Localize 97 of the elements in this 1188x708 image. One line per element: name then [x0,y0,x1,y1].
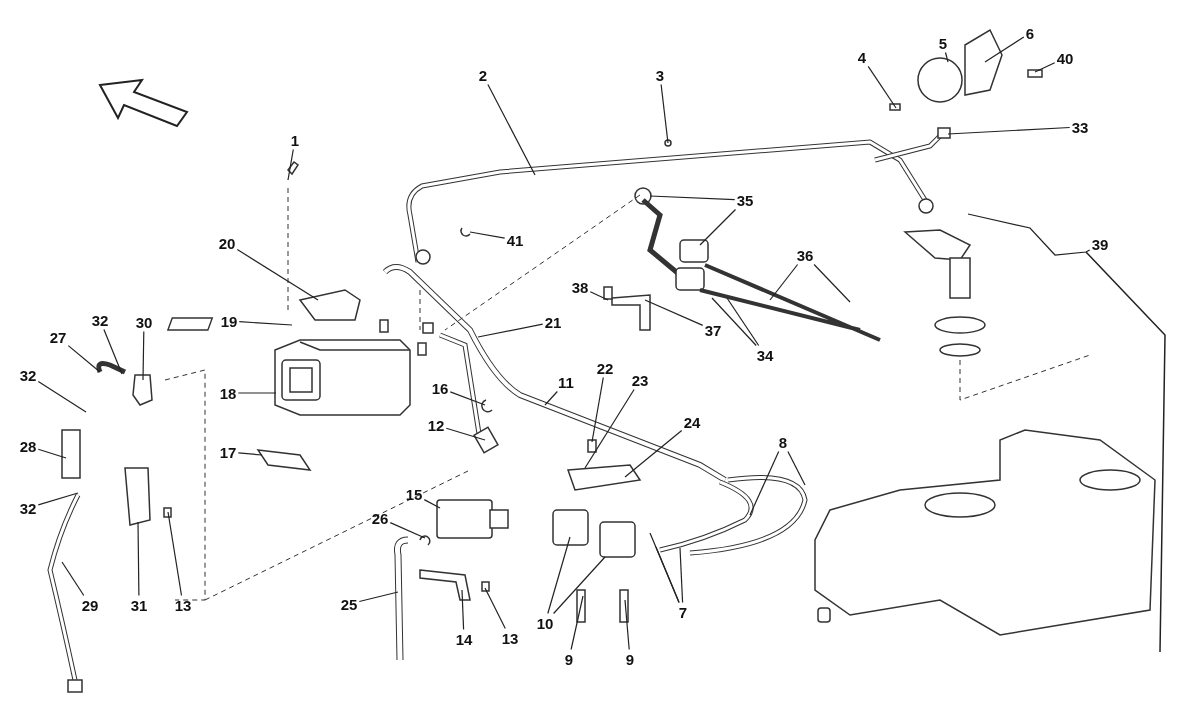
leader-line [484,587,506,630]
callout-number: 34 [755,346,775,364]
callout-number: 4 [856,48,868,66]
leader-line [984,36,1025,63]
callout-number: 10 [535,614,555,632]
leader-line [813,263,851,303]
callout-number: 37 [703,321,723,339]
leader-line [649,195,736,201]
leader-line [967,213,1091,256]
leader-line [660,83,669,144]
callout-number: 24 [682,413,702,431]
leader-line [570,595,584,651]
leader-line [699,208,737,246]
callout-number: 33 [1070,118,1090,136]
leader-line [726,297,760,347]
callout-number: 26 [370,509,390,527]
callout-number: 14 [454,630,474,648]
leader-line [711,297,757,347]
leader-line [61,561,85,597]
callout-number: 41 [505,231,525,249]
leader-line [655,546,680,604]
leader-line [67,345,101,373]
callout-number: 9 [563,650,575,668]
callout-number: 20 [217,234,237,252]
leader-line [749,450,780,516]
leader-line [103,328,123,375]
leader-line [584,388,635,469]
leader-line [477,323,544,338]
leader-line [167,511,183,597]
leader-line [236,248,319,301]
leader-line [445,427,486,441]
leader-line [423,499,441,509]
leader-line [469,231,506,239]
callout-number: 11 [557,373,575,391]
callout-number: 17 [218,443,238,461]
leader-line [769,263,799,301]
callout-number: 30 [134,313,154,331]
leader-line [1034,62,1056,73]
leader-line [947,126,1071,135]
leader-line [649,532,680,604]
leader-line [544,390,558,406]
callout-number: 35 [735,191,755,209]
callout-number: 32 [18,366,38,384]
leader-line [237,392,277,394]
callout-number: 18 [218,384,238,402]
callout-number: 36 [795,246,815,264]
leader-line [787,450,806,486]
leader-line [679,547,684,604]
callout-number: 39 [1090,235,1110,253]
leader-line [461,589,465,631]
callout-number: 31 [129,596,149,614]
callout-number: 12 [426,416,446,434]
leader-line [867,65,897,109]
callout-number: 22 [595,359,615,377]
callout-number: 25 [339,595,359,613]
leader-line [591,376,604,443]
callout-number: 21 [543,313,563,331]
leader-line [589,291,609,301]
leader-line [287,148,294,181]
callout-number: 6 [1024,24,1036,42]
callout-number: 13 [173,596,193,614]
leader-line [449,391,486,406]
leader-line [37,381,87,413]
callout-number: 27 [48,328,68,346]
leader-line [358,591,399,603]
leader-line [37,492,79,506]
leader-line [547,536,571,615]
callout-number: 2 [477,66,489,84]
callout-number: 29 [80,596,100,614]
leader-line [944,51,949,63]
callout-number: 23 [630,371,650,389]
leader-line [142,330,145,381]
callout-number: 28 [18,437,38,455]
leader-line [137,521,140,597]
leader-line [644,299,704,326]
callout-number: 1 [289,131,301,149]
callout-number: 32 [18,499,38,517]
callout-number: 38 [570,278,590,296]
callout-number: 19 [219,312,239,330]
leader-line [238,321,293,326]
callout-number: 3 [654,66,666,84]
callout-number: 40 [1055,49,1075,67]
leader-line [37,448,67,459]
leader-line [624,429,683,478]
callout-number: 9 [624,650,636,668]
callout-number: 5 [937,34,949,52]
leader-line [624,599,630,651]
callout-number: 7 [677,603,689,621]
callout-number: 32 [90,311,110,329]
leader-line [487,83,536,176]
callout-number: 8 [777,433,789,451]
leader-line [553,556,606,615]
callout-number: 15 [404,485,424,503]
leader-line [389,522,426,539]
callout-number: 13 [500,629,520,647]
leader-line [237,452,263,456]
callout-number: 16 [430,379,450,397]
